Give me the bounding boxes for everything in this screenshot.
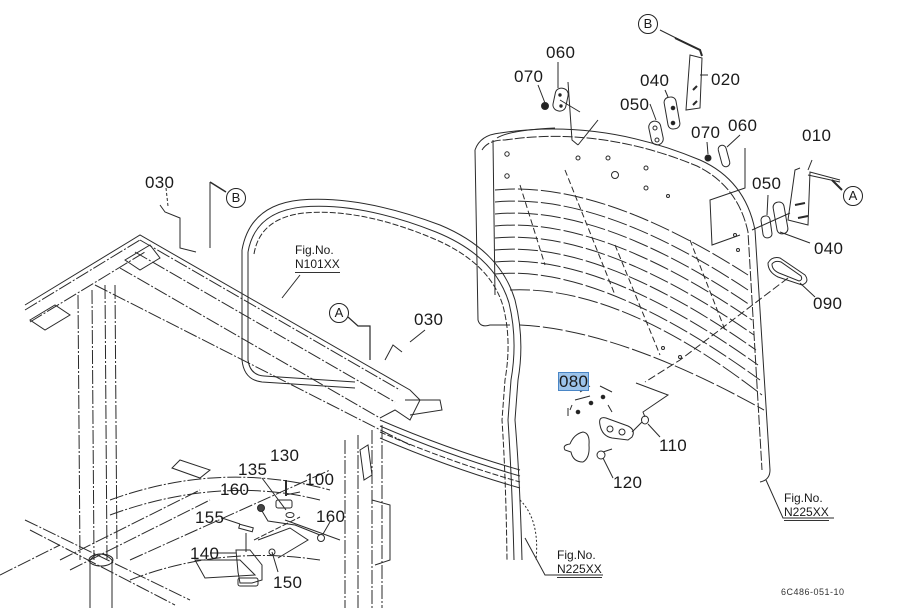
part-label-070[interactable]: 070 (691, 123, 721, 142)
part-label-140[interactable]: 140 (190, 544, 220, 563)
reference-marker-b[interactable]: B (638, 14, 658, 34)
part-label-080-selected[interactable]: 080 (557, 372, 590, 391)
part-label-150[interactable]: 150 (273, 573, 303, 592)
part-label-030[interactable]: 030 (145, 173, 175, 192)
latch-group (563, 382, 670, 479)
part-label-020[interactable]: 020 (711, 70, 741, 89)
figure-ref-n225xx[interactable]: Fig.No. N225XX (784, 491, 829, 521)
part-label-135[interactable]: 135 (238, 460, 268, 479)
part-label-155[interactable]: 155 (195, 508, 225, 527)
figure-caption: Fig.No. (784, 491, 823, 505)
reference-marker-b[interactable]: B (226, 188, 246, 208)
ref-leaders (159, 181, 834, 576)
reference-marker-a[interactable]: A (329, 303, 349, 323)
figure-number[interactable]: N225XX (557, 562, 602, 578)
part-label-060[interactable]: 060 (546, 43, 576, 62)
part-label-160[interactable]: 160 (220, 480, 250, 499)
figure-number[interactable]: N225XX (784, 505, 829, 521)
part-label-040[interactable]: 040 (640, 71, 670, 90)
part-label-070[interactable]: 070 (514, 67, 544, 86)
part-label-050[interactable]: 050 (752, 174, 782, 193)
door-glass-panel (474, 127, 771, 483)
part-label-030[interactable]: 030 (414, 310, 444, 329)
figure-ref-n225xx[interactable]: Fig.No. N225XX (557, 548, 602, 578)
part-label-120[interactable]: 120 (613, 473, 643, 492)
door-seal (241, 198, 538, 561)
figure-caption: Fig.No. (295, 243, 334, 257)
diagram-code: 6C486-051-10 (781, 587, 845, 597)
part-label-130[interactable]: 130 (270, 446, 300, 465)
figure-ref-n101xx[interactable]: Fig.No. N101XX (295, 243, 340, 273)
part-label-050[interactable]: 050 (620, 95, 650, 114)
right-hinge (644, 159, 843, 383)
cab-frame (0, 239, 411, 608)
part-label-040[interactable]: 040 (814, 239, 844, 258)
part-label-010[interactable]: 010 (802, 126, 832, 145)
part-label-160[interactable]: 160 (316, 507, 346, 526)
part-label-100[interactable]: 100 (305, 470, 335, 489)
upper-hinge (537, 29, 746, 246)
cab-frame-solid (24, 234, 443, 608)
figure-number[interactable]: N101XX (295, 257, 340, 273)
reference-marker-a[interactable]: A (843, 186, 863, 206)
part-label-090[interactable]: 090 (813, 294, 843, 313)
part-label-110[interactable]: 110 (659, 436, 688, 455)
lower-catch-group (210, 477, 341, 587)
figure-caption: Fig.No. (557, 548, 596, 562)
part-label-060[interactable]: 060 (728, 116, 758, 135)
